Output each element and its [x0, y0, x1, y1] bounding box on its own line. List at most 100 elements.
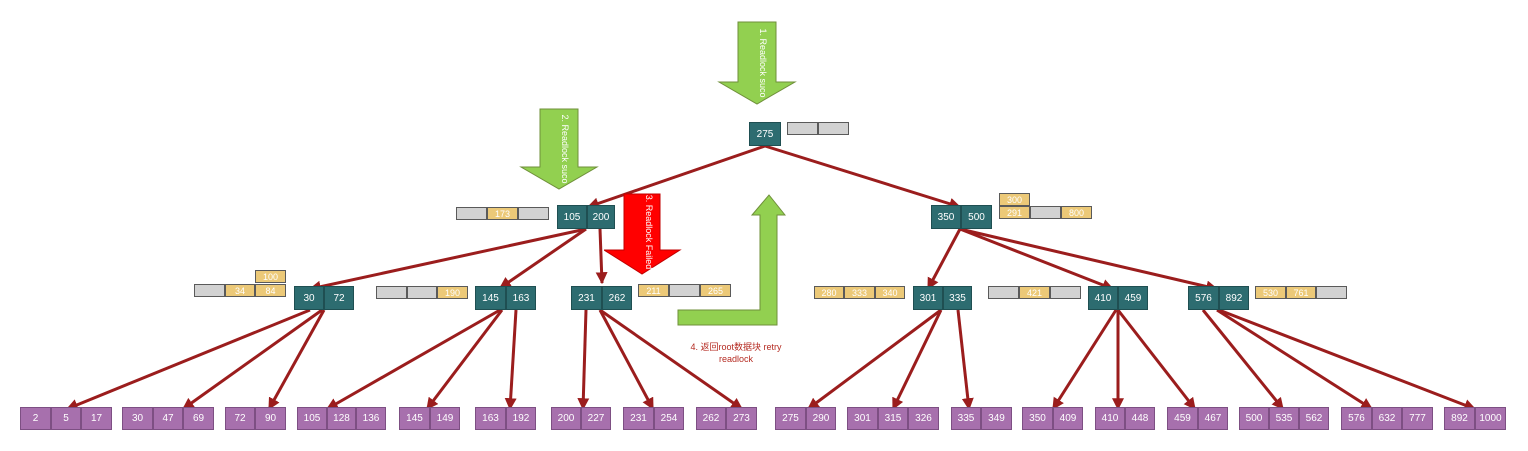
buffer-cell: [1050, 286, 1081, 299]
leaf-node-key: 273: [726, 407, 757, 430]
buffer-cell: [1316, 286, 1347, 299]
inner-node-key: 200: [587, 205, 615, 229]
tree-edge: [1051, 309, 1118, 411]
buffer-cell: 84: [255, 284, 286, 297]
tree-edge: [499, 227, 587, 290]
leaf-node-key: 200: [551, 407, 581, 430]
tree-edge: [1116, 309, 1197, 410]
tree-edge: [577, 309, 590, 411]
inner-node-key: 231: [571, 286, 602, 310]
buffer-cell: [669, 284, 700, 297]
buffer-cell: [407, 286, 437, 299]
retry-note-line1: 4. 返回root数据块 retry: [690, 342, 782, 352]
leaf-node-key: 105: [297, 407, 327, 430]
leaf-node-key: 136: [356, 407, 386, 430]
leaf-node-key: 231: [623, 407, 654, 430]
inner-node-key: 350: [931, 205, 961, 229]
leaf-node-key: 326: [908, 407, 939, 430]
leaf-node-key: 335: [951, 407, 981, 430]
buffer-cell: [1030, 206, 1061, 219]
leaf-node-key: 290: [806, 407, 836, 430]
step1-label: 1. Readlock suco: [758, 28, 768, 98]
leaf-node-key: 17: [81, 407, 112, 430]
leaf-node-key: 192: [506, 407, 536, 430]
tree-edge: [764, 144, 962, 210]
leaf-node-key: 149: [430, 407, 460, 430]
tree-edge: [267, 309, 326, 411]
leaf-node-key: 72: [225, 407, 255, 430]
buffer-cell: 280: [814, 286, 844, 299]
tree-edge: [598, 309, 655, 411]
inner-node-key: 30: [294, 286, 324, 310]
tree-edge: [308, 227, 587, 293]
leaf-node-key: 467: [1198, 407, 1228, 430]
leaf-node-key: 576: [1341, 407, 1372, 430]
buffer-cell: [988, 286, 1019, 299]
leaf-node-key: 448: [1125, 407, 1155, 430]
leaf-node-key: 163: [475, 407, 506, 430]
tree-edge: [1216, 308, 1374, 411]
leaf-node-key: 30: [122, 407, 153, 430]
tree-edge: [959, 227, 1115, 291]
inner-node-key: 72: [324, 286, 354, 310]
buffer-cell: 800: [1061, 206, 1092, 219]
leaf-node-key: 5: [51, 407, 81, 430]
buffer-cell: 300: [999, 193, 1030, 206]
leaf-node-key: 145: [399, 407, 430, 430]
leaf-node-key: 349: [981, 407, 1012, 430]
leaf-node-key: 409: [1053, 407, 1083, 430]
inner-node-key: 500: [961, 205, 992, 229]
buffer-cell: 333: [844, 286, 875, 299]
leaf-node-key: 500: [1239, 407, 1269, 430]
buffer-cell: 291: [999, 206, 1030, 219]
tree-edge: [891, 309, 943, 411]
buffer-cell: 100: [255, 270, 286, 283]
leaf-node-key: 562: [1299, 407, 1329, 430]
tree-edge: [65, 308, 311, 411]
leaf-node-key: 777: [1402, 407, 1433, 430]
leaf-node-key: 535: [1269, 407, 1299, 430]
leaf-node-key: 350: [1022, 407, 1053, 430]
inner-node-key: 576: [1188, 286, 1219, 310]
retry-return-arrow: [677, 194, 786, 326]
tree-edge: [926, 228, 962, 291]
tree-edge: [599, 308, 743, 411]
readlock-success-arrow-2: [519, 108, 599, 190]
inner-node-key: 459: [1118, 286, 1148, 310]
buffer-cell: [376, 286, 407, 299]
tree-edge: [425, 309, 504, 410]
step3-label: 3. Readlock Failed: [644, 194, 654, 270]
leaf-node-key: 262: [696, 407, 726, 430]
inner-node-key: 163: [506, 286, 536, 310]
tree-edge: [595, 228, 608, 285]
retry-note: 4. 返回root数据块 retry readlock: [666, 341, 806, 365]
inner-node-key: 892: [1219, 286, 1249, 310]
retry-note-line2: readlock: [718, 354, 754, 364]
readlock-failed-arrow: [604, 193, 682, 275]
buffer-cell: 190: [437, 286, 468, 299]
leaf-node-key: 410: [1095, 407, 1125, 430]
buffer-cell: [818, 122, 849, 135]
buffer-cell: [787, 122, 818, 135]
leaf-node-key: 227: [581, 407, 611, 430]
tree-edge: [1201, 309, 1285, 410]
root-node-key: 275: [749, 122, 781, 146]
leaf-node-key: 128: [327, 407, 356, 430]
tree-edge: [325, 308, 501, 411]
buffer-cell: 265: [700, 284, 731, 297]
buffer-cell: 173: [487, 207, 518, 220]
step2-label: 2. Readlock suco: [560, 114, 570, 184]
tree-edge: [504, 309, 518, 411]
leaf-node-key: 69: [183, 407, 214, 430]
tree-edge: [959, 227, 1219, 293]
inner-node-key: 105: [557, 205, 587, 229]
buffer-cell: 421: [1019, 286, 1050, 299]
tree-edge: [1218, 308, 1477, 411]
leaf-node-key: 1000: [1475, 407, 1506, 430]
inner-node-key: 262: [602, 286, 632, 310]
leaf-node-key: 315: [878, 407, 908, 430]
leaf-node-key: 892: [1444, 407, 1475, 430]
tree-edge: [182, 308, 323, 411]
